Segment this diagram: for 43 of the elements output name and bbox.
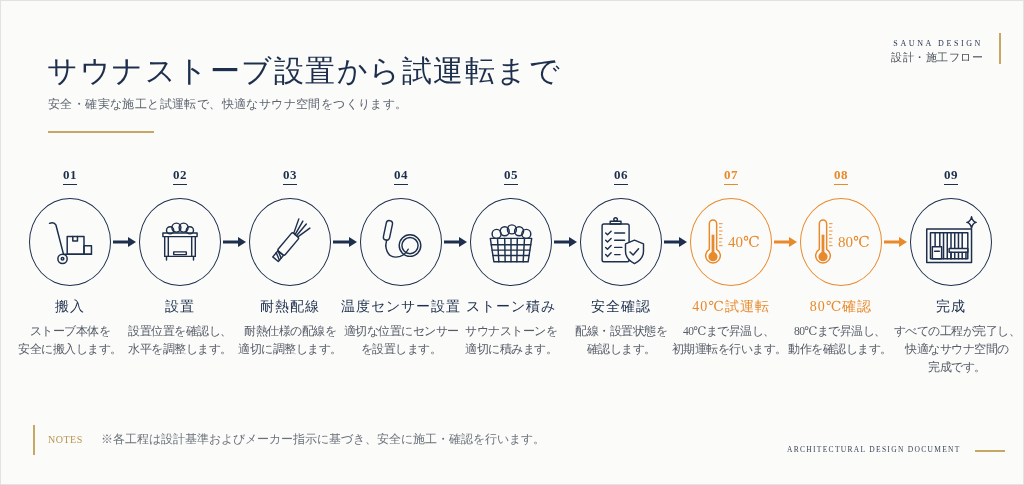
step-description: 設置位置を確認し、水平を調整します。	[128, 324, 232, 357]
arrow	[444, 237, 467, 247]
step-description: 80℃まで昇温し、動作を確認します。	[788, 324, 892, 357]
step-number: 03	[283, 167, 297, 185]
step-title: 設置	[165, 298, 195, 316]
document-type-label: 設計・施工フロー	[891, 51, 983, 64]
step-title: 安全確認	[591, 298, 651, 316]
temperature-label: 80℃	[838, 233, 870, 251]
temperature-label: 40℃	[728, 233, 760, 251]
step-title: 40℃試運転	[692, 298, 770, 316]
step-number: 07	[724, 167, 738, 185]
arrow	[333, 237, 357, 247]
title: サウナストーブ設置から試運転まで	[47, 53, 561, 89]
step-description: すべての工程が完了し、快適なサウナ空間の完成です。	[893, 324, 1021, 375]
step-number: 09	[944, 167, 958, 185]
note-text: ※各工程は設計基準およびメーカー指示に基づき、安全に施工・確認を行います。	[101, 431, 545, 447]
subtitle: 安全・確実な施工と試運転で、快適なサウナ空間をつくります。	[48, 96, 408, 112]
arrow	[664, 237, 687, 247]
step-number: 02	[173, 167, 187, 185]
step-number: 08	[834, 167, 848, 185]
notes-heading: NOTES	[48, 433, 83, 447]
step-number: 01	[63, 167, 77, 185]
series-label: SAUNA DESIGN	[893, 38, 983, 50]
step-title: 完成	[936, 298, 966, 316]
step-number: 05	[504, 167, 518, 185]
step-description: 耐熱仕様の配線を適切に調整します。	[238, 324, 342, 357]
arrow	[774, 237, 797, 247]
arrow	[554, 237, 577, 247]
arrow	[884, 237, 907, 247]
step-title: 搬入	[55, 298, 85, 316]
step-description: ストーブ本体を安全に搬入します。	[18, 324, 122, 357]
step-number: 06	[614, 167, 628, 185]
step-description: 適切な位置にセンサーを設置します。	[343, 324, 459, 357]
step-description: 40℃まで昇温し、初期運転を行います。	[671, 324, 787, 357]
arrow	[113, 237, 136, 247]
step-title: 80℃確認	[809, 298, 873, 316]
step-number: 04	[394, 167, 408, 185]
step-title: 温度センサー設置	[341, 298, 461, 316]
step-title: ストーン積み	[466, 298, 556, 316]
step-title: 耐熱配線	[260, 298, 320, 316]
arrow	[223, 237, 246, 247]
step-description: 配線・設置状態を確認します。	[575, 324, 667, 357]
step-description: サウナストーンを適切に積みます。	[465, 324, 557, 357]
